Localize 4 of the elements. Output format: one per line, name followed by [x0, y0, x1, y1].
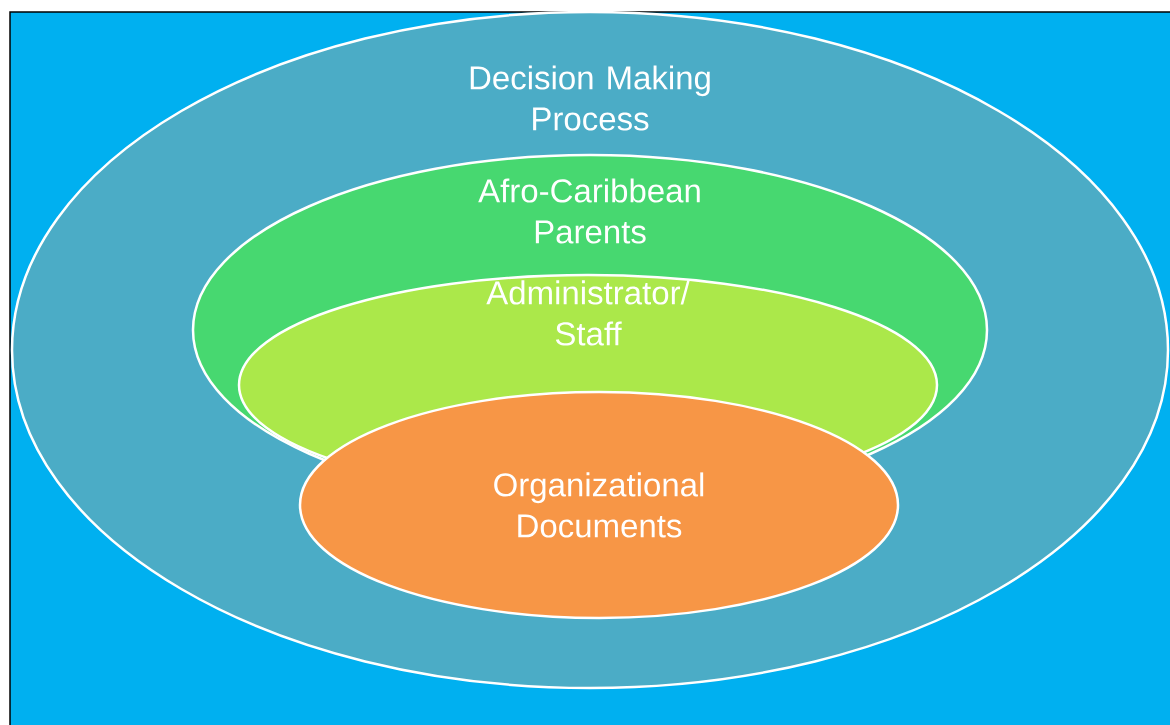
- ellipse-label: Administrator/ Staff: [486, 280, 690, 346]
- ellipse-label: Decision Making Process: [470, 65, 710, 131]
- ellipse-label: Afro-Caribbean Parents: [478, 178, 700, 244]
- ellipse-label: Organizational Documents: [494, 472, 704, 538]
